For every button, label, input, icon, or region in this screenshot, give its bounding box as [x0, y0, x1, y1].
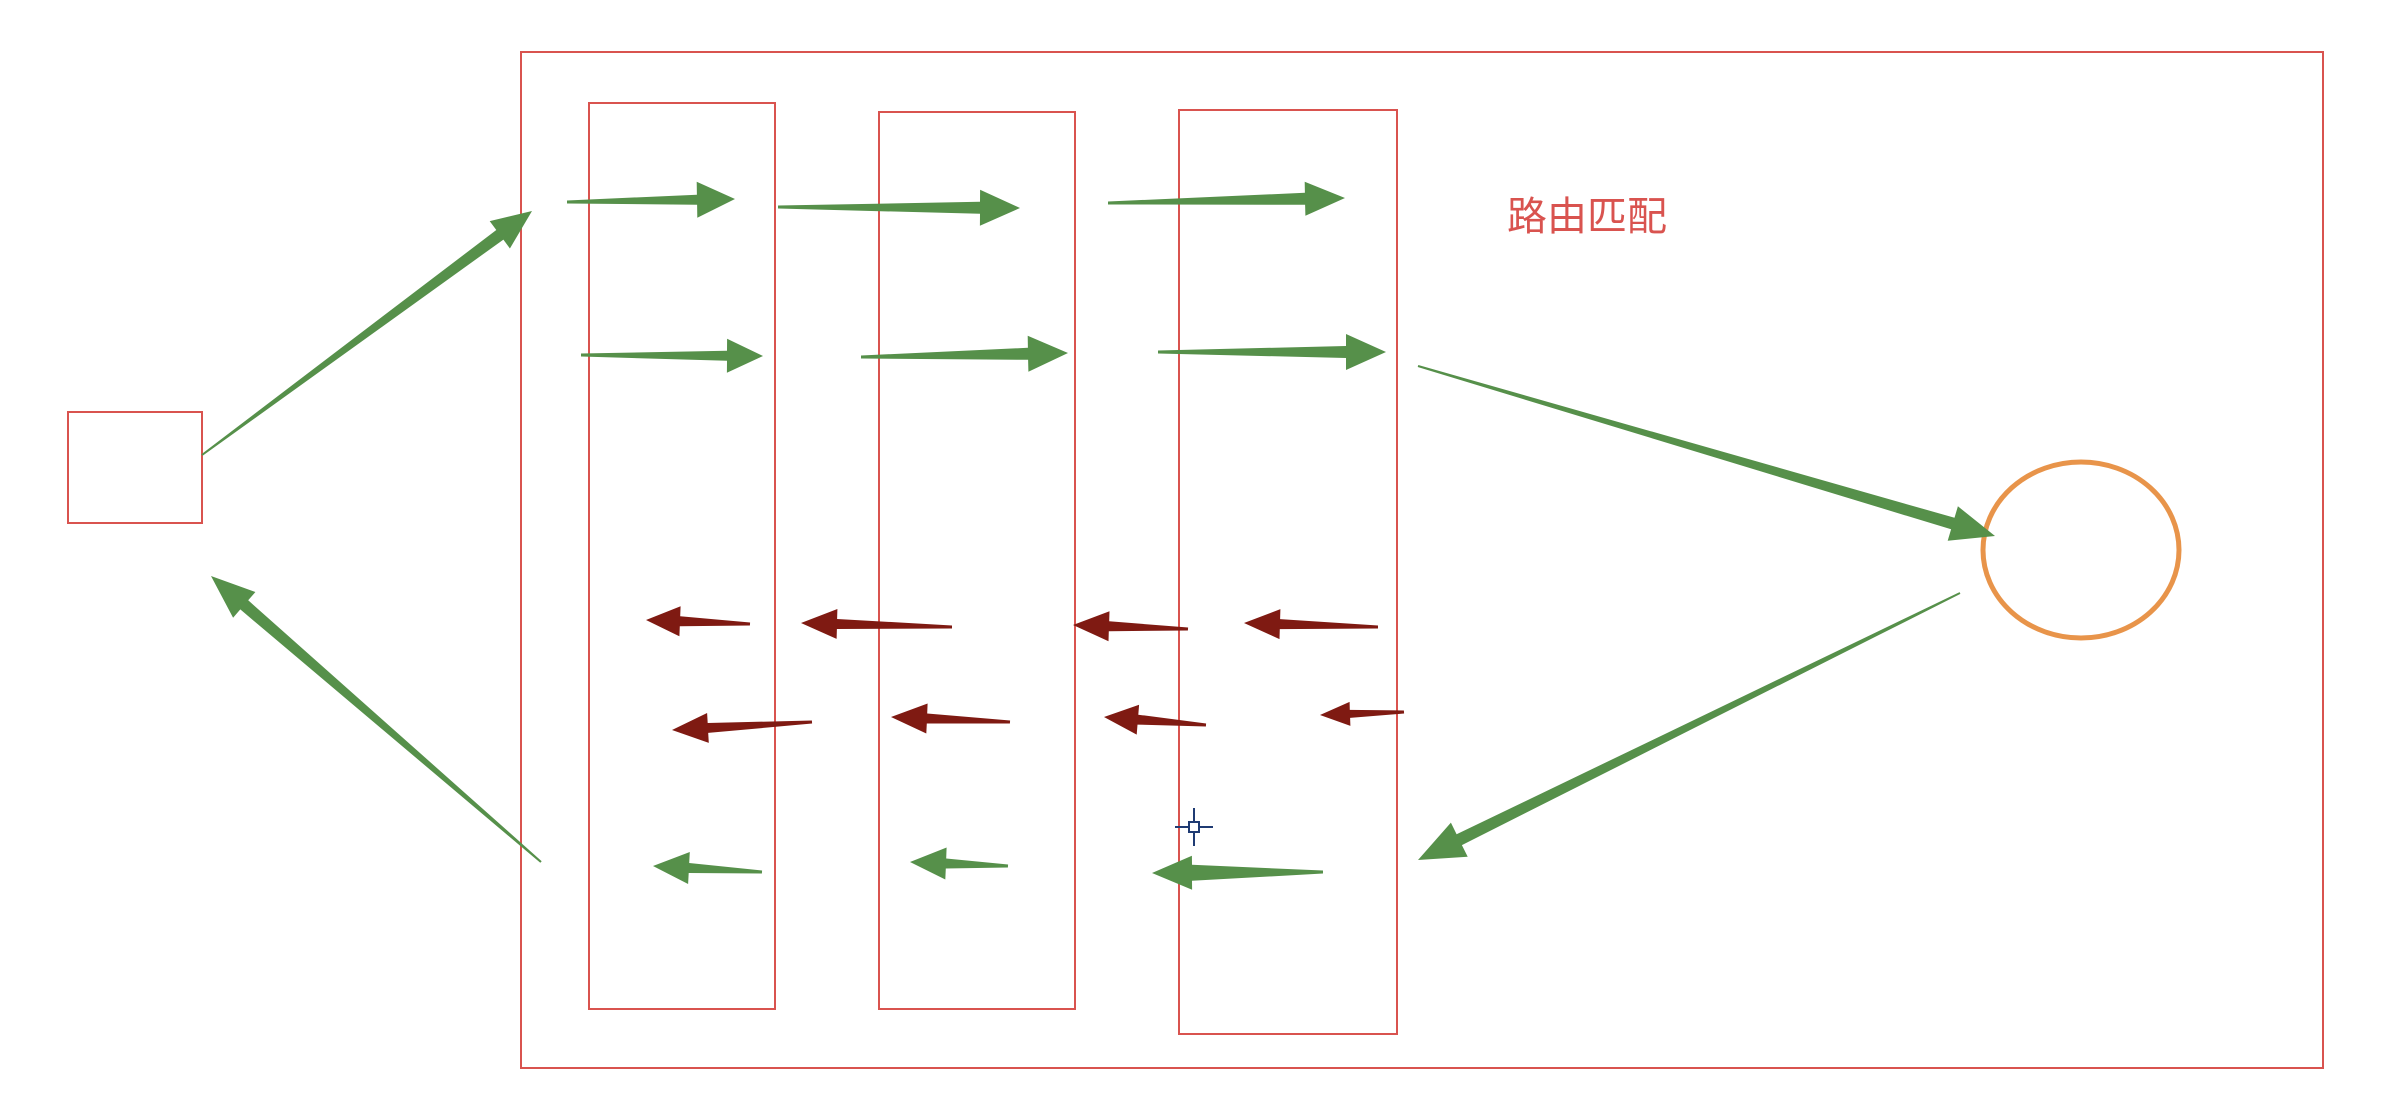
request-arrow-row1-col2 [778, 189, 1020, 226]
route-matching-label: 路由匹配 [1507, 194, 1667, 240]
request-arrow-to-handler [1417, 365, 1995, 541]
middleware-column-2 [878, 111, 1076, 1010]
handler-circle [1980, 459, 2182, 641]
response-arrow-red-r1-b [1073, 611, 1189, 642]
request-arrow-client-to-container [201, 211, 532, 456]
container-box [520, 51, 2324, 1069]
middleware-column-3 [1178, 109, 1398, 1035]
response-arrow-red-r1-a [1244, 609, 1378, 640]
arrows-group [201, 181, 1995, 890]
request-arrow-row2-col3 [1158, 334, 1386, 370]
request-arrow-row1-col1 [567, 181, 735, 218]
response-arrow-red-r1-d [646, 606, 751, 637]
crosshair-move-cursor-icon [1175, 808, 1213, 846]
response-arrow-container-to-client [211, 576, 542, 863]
response-arrow-red-r2-a [1320, 701, 1405, 726]
response-arrow-from-handler [1418, 592, 1961, 860]
response-arrow-green-col2 [910, 847, 1009, 880]
response-arrow-red-r2-b [1104, 704, 1207, 735]
request-arrow-row2-col2 [861, 335, 1068, 372]
client-box [67, 411, 203, 524]
response-arrow-green-col3 [1152, 855, 1323, 890]
response-arrow-red-r2-c [891, 703, 1011, 734]
request-arrow-row1-col3 [1108, 181, 1345, 216]
response-arrow-red-r1-c [801, 609, 952, 639]
middleware-column-1 [588, 102, 776, 1010]
request-arrow-row2-col1 [581, 338, 763, 373]
response-arrow-red-r2-d [672, 713, 813, 743]
response-arrow-green-col1 [653, 852, 763, 884]
